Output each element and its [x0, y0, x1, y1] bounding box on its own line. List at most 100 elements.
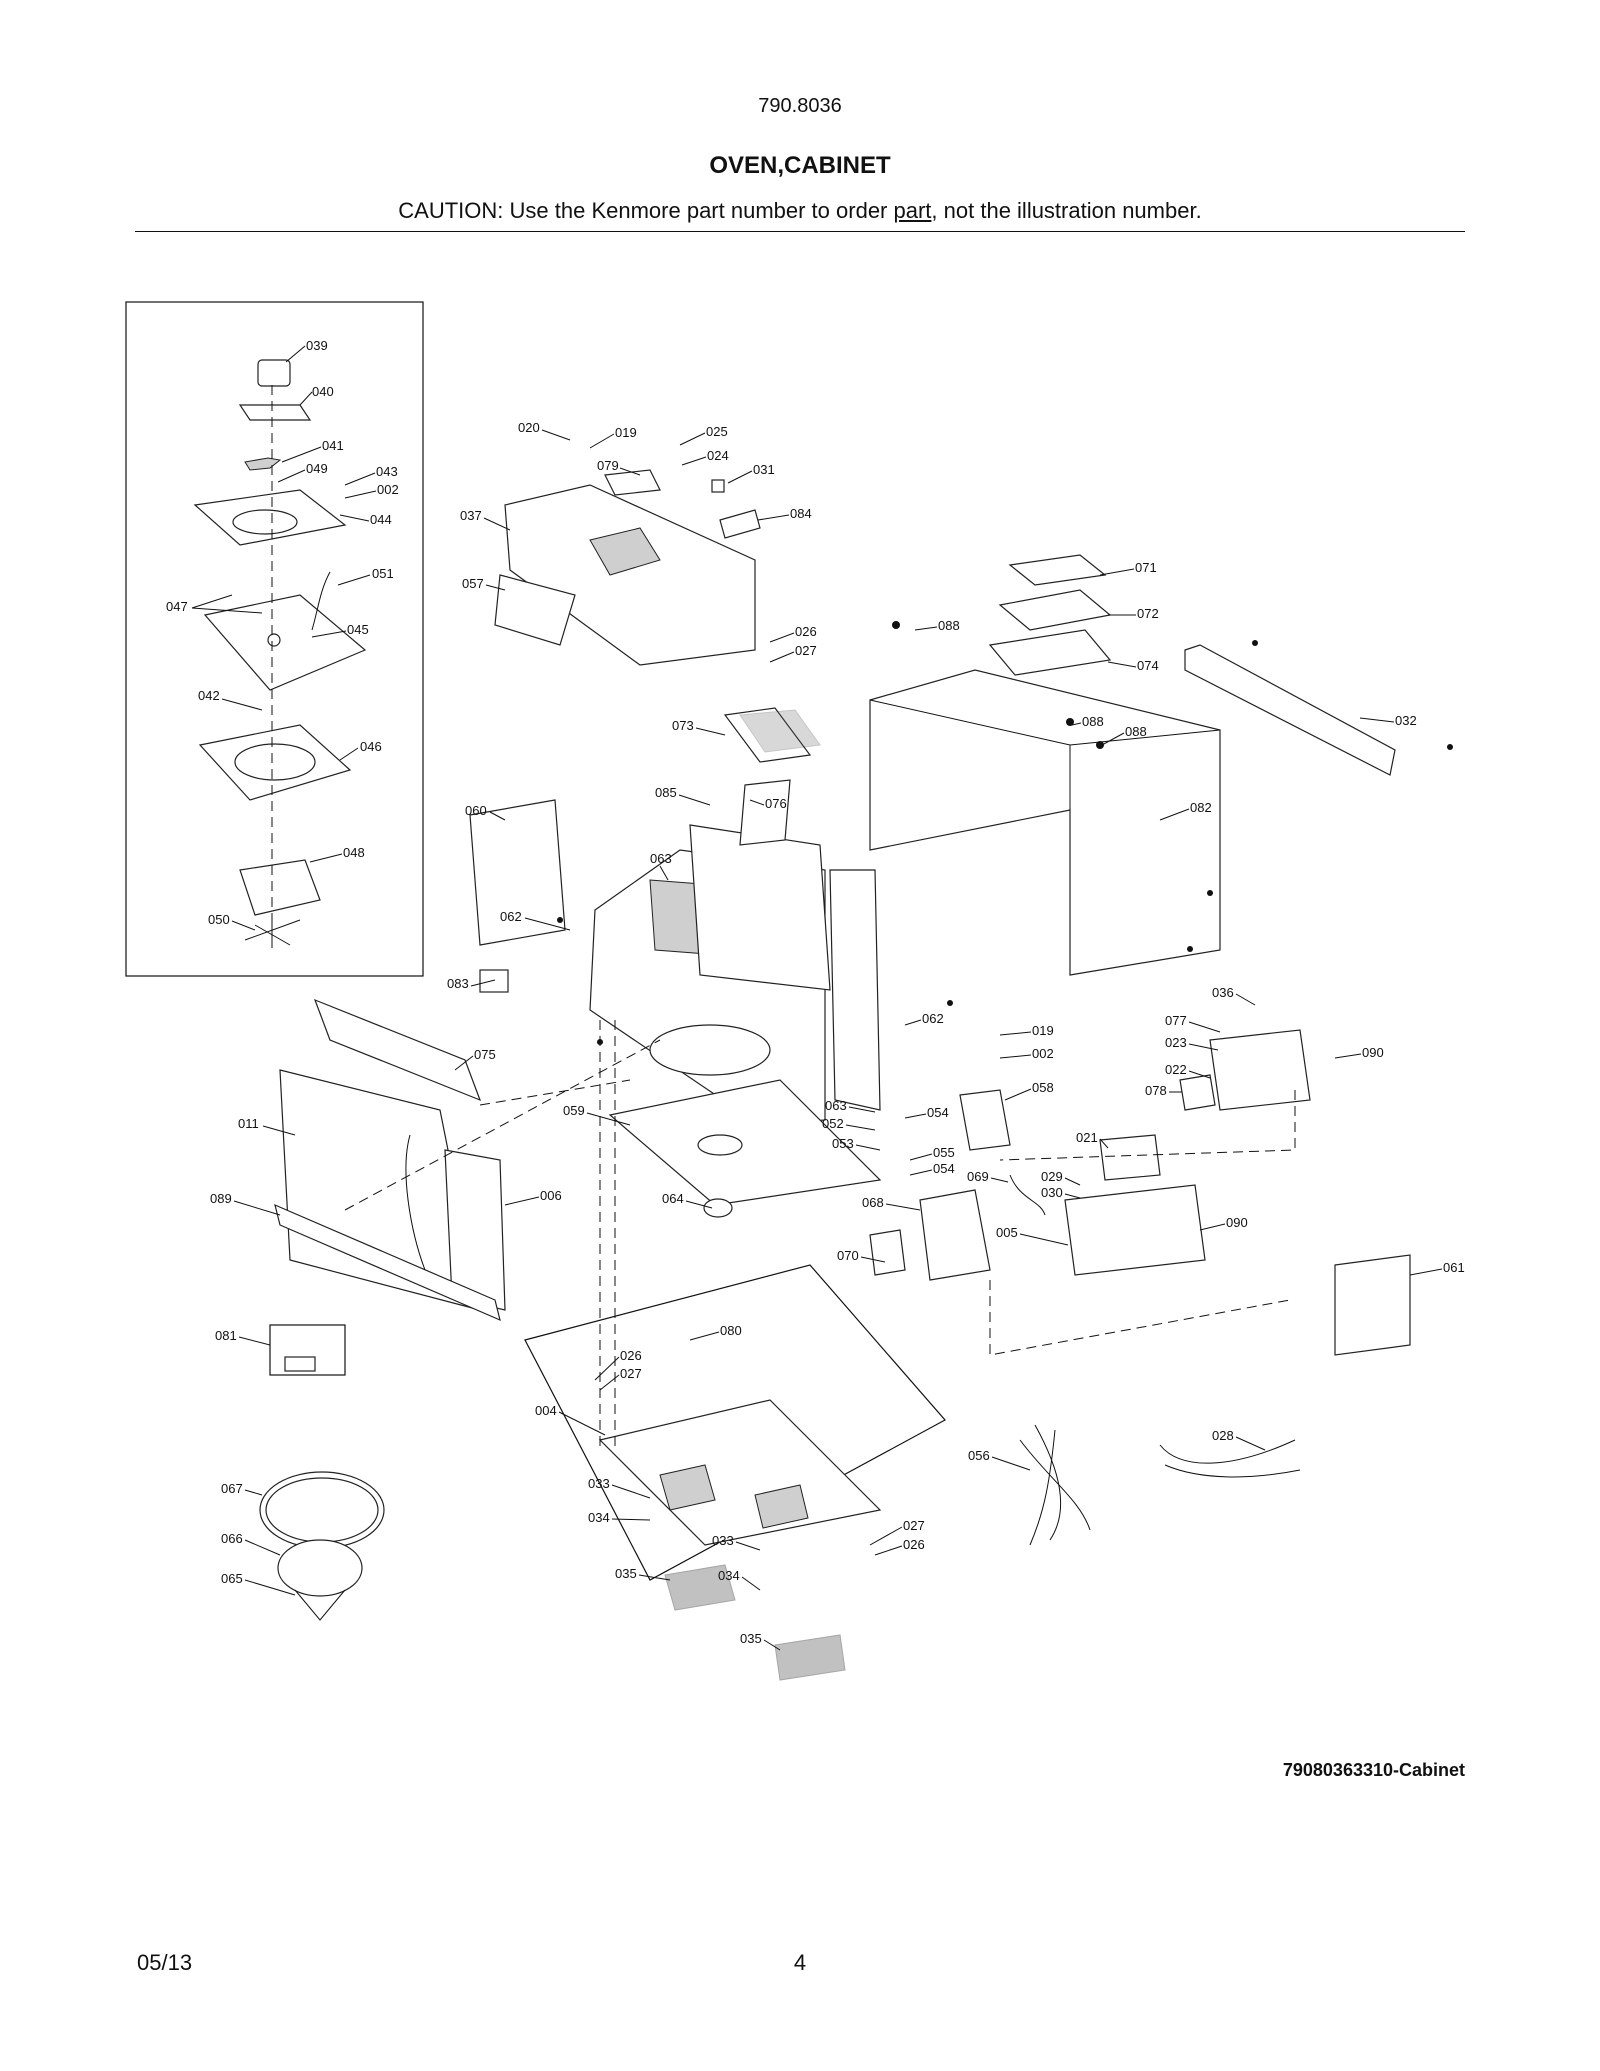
callout: 002 [1032, 1046, 1054, 1061]
callout: 019 [1032, 1023, 1054, 1038]
callout: 034 [718, 1568, 740, 1583]
turntable-ring-items [259, 1324, 385, 1621]
callout: 044 [370, 512, 392, 527]
callout: 035 [615, 1566, 637, 1581]
model-number: 790.8036 [758, 95, 842, 117]
page-title: OVEN,CABINET [709, 152, 891, 179]
callout: 023 [1165, 1035, 1187, 1050]
caution-note: CAUTION: Use the Kenmore part number to … [0, 198, 1600, 224]
callout: 033 [588, 1476, 610, 1491]
callout: 049 [306, 461, 328, 476]
callout: 028 [1212, 1428, 1234, 1443]
callout: 026 [620, 1348, 642, 1363]
callout: 058 [1032, 1080, 1054, 1095]
drawing-id: 79080363310-Cabinet [1282, 1760, 1465, 1780]
callout: 043 [376, 464, 398, 479]
callout: 037 [460, 508, 482, 523]
callout: 033 [712, 1533, 734, 1548]
header-rule [135, 231, 1465, 232]
caution-part-link: part [893, 198, 932, 223]
callout: 054 [927, 1105, 949, 1120]
callout: 064 [662, 1191, 684, 1206]
callout: 002 [377, 482, 399, 497]
callout: 066 [221, 1531, 243, 1546]
callout: 021 [1076, 1130, 1098, 1145]
callout: 036 [1212, 985, 1234, 1000]
callout: 053 [832, 1136, 854, 1151]
callout: 034 [588, 1510, 610, 1525]
callout: 026 [903, 1537, 925, 1552]
callout-labels: 039 040 041 049 043 002 044 051 047 045 … [166, 338, 1465, 1651]
callout: 070 [837, 1248, 859, 1263]
callout: 074 [1137, 658, 1159, 673]
callout: 088 [1082, 714, 1104, 729]
callout: 030 [1041, 1185, 1063, 1200]
callout: 085 [655, 785, 677, 800]
inset-box [125, 301, 424, 977]
callout: 054 [933, 1161, 955, 1176]
callout: 027 [620, 1366, 642, 1381]
callout: 068 [862, 1195, 884, 1210]
callout: 011 [238, 1116, 259, 1131]
callout: 060 [465, 803, 487, 818]
callout: 052 [822, 1116, 844, 1131]
callout: 078 [1145, 1083, 1167, 1098]
callout: 067 [221, 1481, 243, 1496]
callout: 072 [1137, 606, 1159, 621]
callout: 065 [221, 1571, 243, 1586]
callout: 081 [215, 1328, 237, 1343]
electrical-components [869, 1029, 1411, 1356]
revision-date: 05/13 [137, 1950, 193, 1975]
callout: 048 [343, 845, 365, 860]
callout: 073 [672, 718, 694, 733]
callout: 040 [312, 384, 334, 399]
callout: 027 [795, 643, 817, 658]
callout: 057 [462, 576, 484, 591]
callout: 055 [933, 1145, 955, 1160]
callout: 004 [535, 1403, 557, 1418]
base-assembly [524, 1020, 946, 1681]
callout: 069 [967, 1169, 989, 1184]
page-number: 4 [793, 1950, 807, 1975]
callout: 076 [765, 796, 787, 811]
callout: 050 [208, 912, 230, 927]
callout: 059 [563, 1103, 585, 1118]
callout: 090 [1226, 1215, 1248, 1230]
callout: 089 [210, 1191, 232, 1206]
callout: 061 [1443, 1260, 1465, 1275]
callout: 084 [790, 506, 812, 521]
caution-text-end: , not the illustration number. [931, 198, 1202, 223]
turntable-motor-assembly [193, 359, 367, 948]
callout: 032 [1395, 713, 1417, 728]
callout: 026 [795, 624, 817, 639]
oven-cavity [469, 707, 881, 1126]
callout: 063 [650, 851, 672, 866]
callout: 056 [968, 1448, 990, 1463]
callout: 045 [347, 622, 369, 637]
callout: 088 [1125, 724, 1147, 739]
callout: 062 [922, 1011, 944, 1026]
caution-text: CAUTION: Use the Kenmore part number to … [398, 198, 894, 223]
callout: 031 [753, 462, 775, 477]
screws [557, 621, 1453, 1045]
callout: 062 [500, 909, 522, 924]
callout: 019 [615, 425, 637, 440]
callout: 083 [447, 976, 469, 991]
top-frame-assembly [494, 469, 761, 666]
callout: 047 [166, 599, 188, 614]
callout: 039 [306, 338, 328, 353]
callout: 046 [360, 739, 382, 754]
outer-cabinet [869, 554, 1396, 976]
callout: 035 [740, 1631, 762, 1646]
callout: 075 [474, 1047, 496, 1062]
callout: 071 [1135, 560, 1157, 575]
callout: 020 [518, 420, 540, 435]
callout: 005 [996, 1225, 1018, 1240]
callout: 088 [938, 618, 960, 633]
callout: 063 [825, 1098, 847, 1113]
callout: 051 [372, 566, 394, 581]
door-assembly [274, 998, 661, 1322]
callout: 090 [1362, 1045, 1384, 1060]
callout: 022 [1165, 1062, 1187, 1077]
